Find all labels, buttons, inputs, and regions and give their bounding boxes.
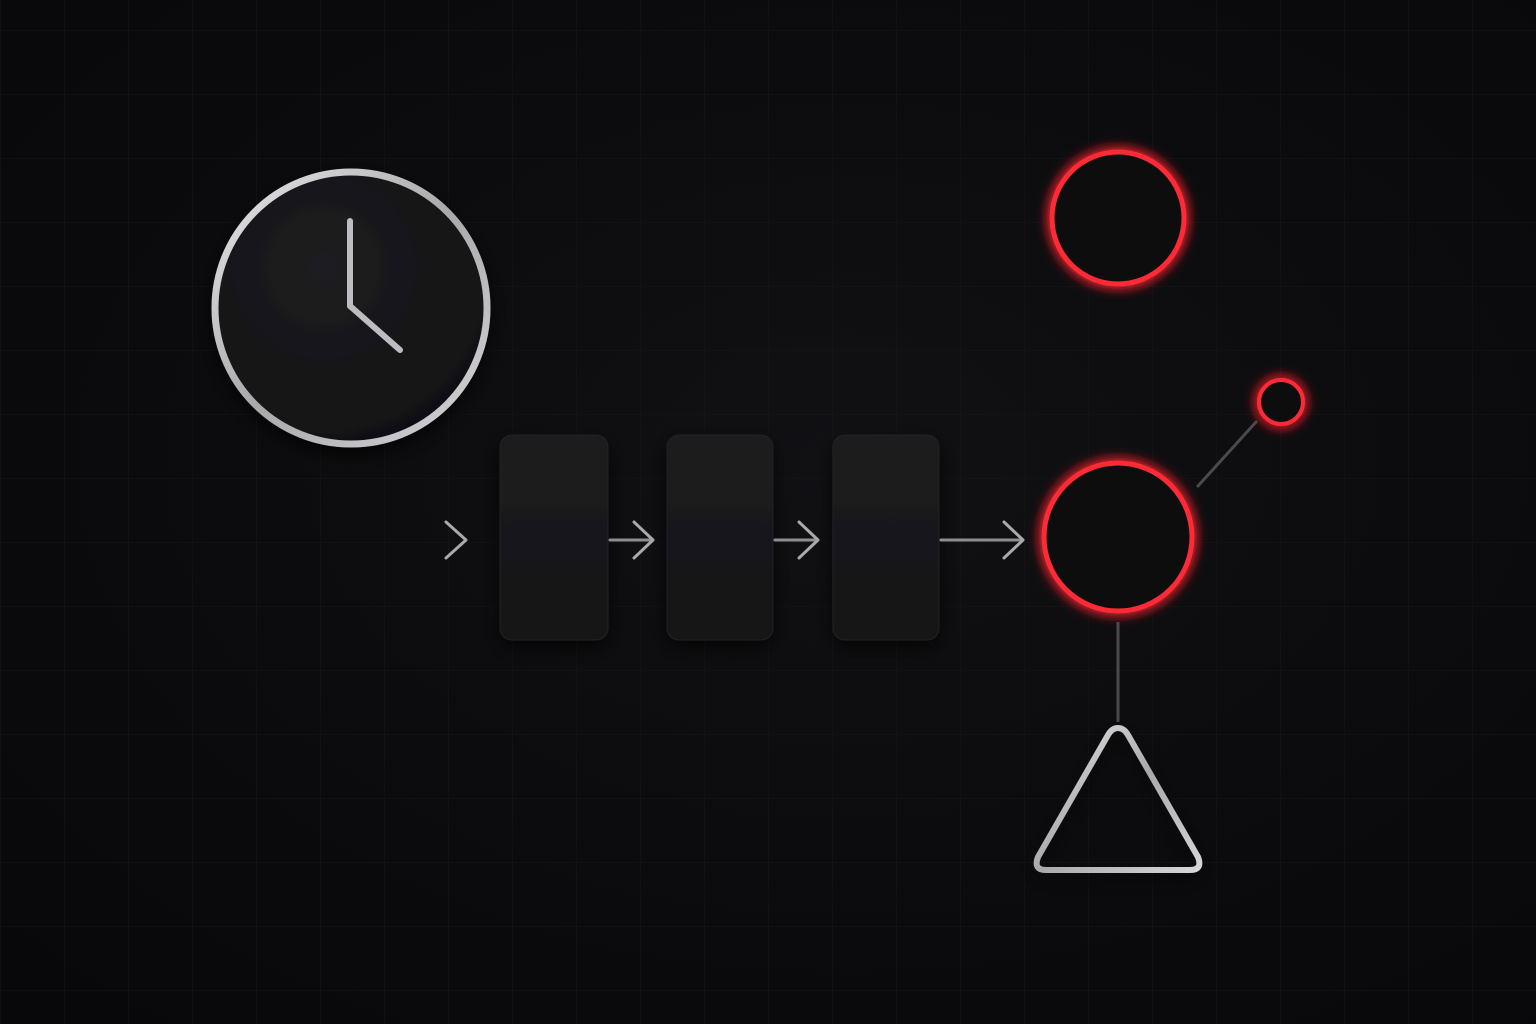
- clock-icon: [211, 168, 491, 448]
- center-red-node: [1041, 460, 1195, 614]
- small-red-node: [1257, 378, 1305, 426]
- top-red-node: [1049, 149, 1187, 287]
- clock-minute-hand: [347, 303, 403, 353]
- input-arrow: [338, 520, 468, 560]
- connector-center-to-small: [1196, 420, 1258, 488]
- process-block-2: [666, 434, 774, 641]
- arrow-block3-to-center-node: [939, 520, 1025, 560]
- triangle-icon: [1033, 725, 1203, 873]
- process-block-1: [499, 434, 609, 641]
- arrow-block2-to-block3: [773, 520, 820, 560]
- process-block-3: [832, 434, 940, 641]
- arrow-block1-to-block2: [608, 520, 655, 560]
